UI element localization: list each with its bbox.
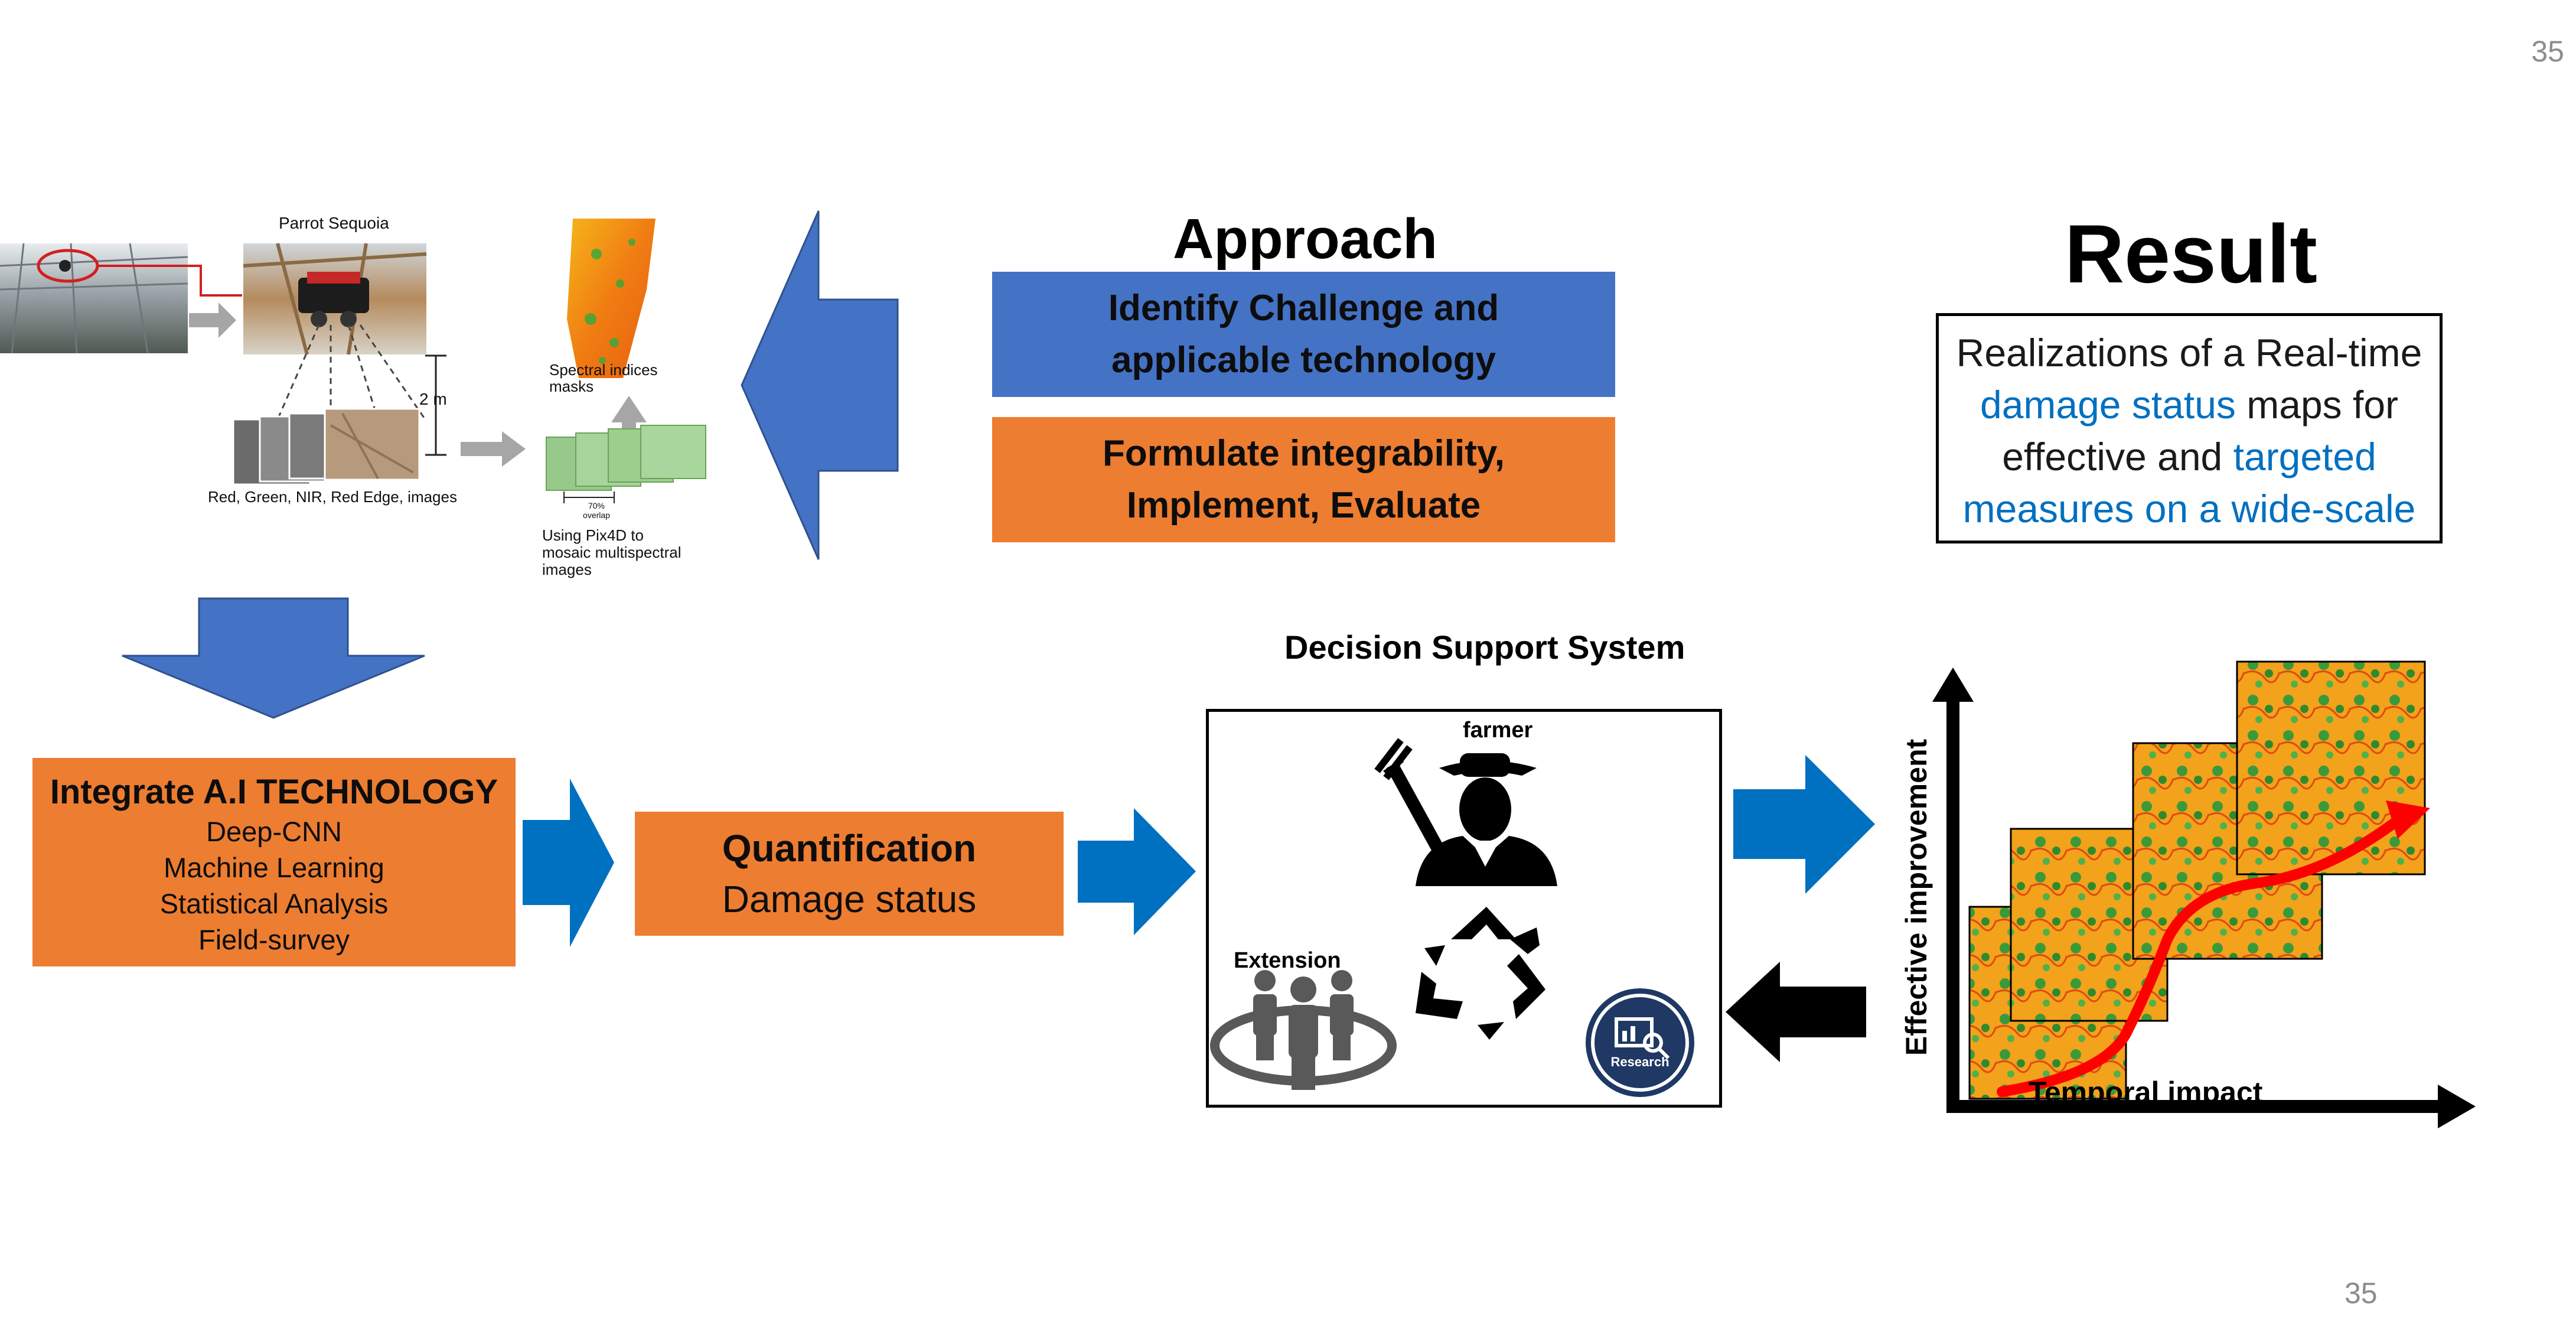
approach-box-identify-line2: applicable technology bbox=[1111, 340, 1496, 380]
mosaic-label-line3: images bbox=[542, 561, 592, 578]
quantification-subtitle: Damage status bbox=[722, 878, 977, 920]
band-images-stack bbox=[232, 408, 420, 486]
mosaic-label-line1: Using Pix4D to bbox=[542, 526, 644, 544]
overlap-tiles bbox=[546, 425, 706, 491]
research-label: Research bbox=[1610, 1054, 1669, 1069]
indices-label-line1: Spectral indices bbox=[549, 361, 658, 379]
grey-arrow-up bbox=[611, 396, 647, 446]
connector-line bbox=[97, 265, 242, 297]
indices-label-line2: masks bbox=[549, 377, 594, 395]
research-badge-icon bbox=[1586, 988, 1694, 1097]
page-number-bottom: 35 bbox=[2345, 1277, 2378, 1310]
approach-box-identify-line1: Identify Challenge and bbox=[1108, 288, 1499, 328]
extension-label: Extension bbox=[1234, 948, 1341, 973]
overlap-label-line2: overlap bbox=[583, 510, 610, 520]
quantification-title: Quantification bbox=[722, 827, 977, 870]
arrow-to-dss bbox=[1078, 808, 1196, 935]
approach-box-identify: Identify Challenge and applicable techno… bbox=[992, 272, 1615, 397]
acquisition-pipeline: Parrot Sequoia 2 m Red, Green, NIR, Red … bbox=[0, 201, 768, 614]
result-highlight-targeted: targeted bbox=[2233, 435, 2376, 479]
quantification-box: Quantification Damage status bbox=[635, 812, 1064, 936]
dss-title: Decision Support System bbox=[1284, 629, 1685, 666]
result-chart-illustration bbox=[1932, 660, 2476, 1128]
grey-arrow-right-1 bbox=[189, 302, 236, 338]
approach-title: Approach bbox=[1172, 207, 1438, 271]
arrow-back-to-dss bbox=[1726, 962, 1866, 1062]
dss-illustration bbox=[1210, 738, 1694, 1097]
acquisition-illustration bbox=[0, 219, 706, 503]
chart-xlabel: Temporal impact bbox=[2029, 1076, 2263, 1109]
farmer-icon bbox=[1374, 738, 1557, 887]
recycle-icon bbox=[1416, 907, 1545, 1040]
big-left-arrow bbox=[741, 210, 899, 560]
indices-label: Spectral indices masks bbox=[549, 362, 658, 395]
chart-ylabel: Effective improvement bbox=[1900, 738, 1933, 1056]
overlap-dimension bbox=[563, 492, 615, 503]
grey-arrow-right-2 bbox=[461, 431, 526, 467]
approach-box-formulate-line2: Implement, Evaluate bbox=[1126, 485, 1481, 526]
spectral-mask-image bbox=[567, 219, 656, 378]
result-highlight-damage-status: damage status bbox=[1980, 383, 2236, 427]
camera-photo bbox=[243, 243, 427, 355]
camera-label: Parrot Sequoia bbox=[279, 214, 389, 232]
result-line3-pre: effective and bbox=[2002, 435, 2233, 479]
result-title: Result bbox=[2065, 207, 2317, 300]
camera-footprint-lines bbox=[276, 324, 426, 420]
integrate-ai-title: Integrate A.I TECHNOLOGY bbox=[50, 773, 498, 811]
integrate-ai-item: Field-survey bbox=[198, 924, 350, 955]
approach-box-formulate: Formulate integrability, Implement, Eval… bbox=[992, 417, 1615, 542]
integrate-ai-item: Statistical Analysis bbox=[159, 888, 389, 919]
height-marker bbox=[425, 354, 446, 456]
approach-box-formulate-line1: Formulate integrability, bbox=[1103, 433, 1505, 474]
farmer-label: farmer bbox=[1463, 718, 1533, 743]
mosaic-label: Using Pix4D to mosaic multispectral imag… bbox=[542, 527, 682, 578]
mosaic-label-line2: mosaic multispectral bbox=[542, 543, 682, 561]
result-line1: Realizations of a Real-time bbox=[1956, 331, 2422, 375]
overlap-label: 70% overlap bbox=[570, 501, 623, 520]
result-line2-rest: maps for bbox=[2235, 383, 2399, 427]
map-tiles bbox=[1968, 660, 2426, 1100]
arrow-to-quantification bbox=[523, 779, 614, 947]
integrate-ai-item: Deep-CNN bbox=[206, 816, 342, 847]
bands-label: Red, Green, NIR, Red Edge, images bbox=[208, 488, 457, 506]
improvement-curve bbox=[1997, 800, 2430, 1097]
result-box: Realizations of a Real-time damage statu… bbox=[1936, 313, 2443, 543]
down-arrow bbox=[122, 597, 425, 719]
result-chart: Effective improvement Temporal impact bbox=[1890, 656, 2480, 1128]
page-number-top: 35 bbox=[2531, 35, 2564, 68]
result-highlight-measures: measures on a wide-scale bbox=[1962, 487, 2416, 530]
integrate-ai-box: Integrate A.I TECHNOLOGY Deep-CNN Machin… bbox=[32, 758, 516, 966]
height-label: 2 m bbox=[419, 390, 447, 408]
overlap-label-line1: 70% bbox=[588, 501, 605, 510]
arrow-to-chart bbox=[1733, 755, 1875, 894]
integrate-ai-item: Machine Learning bbox=[164, 852, 384, 883]
chart-axes bbox=[1932, 668, 2476, 1128]
greenhouse-photo bbox=[0, 243, 188, 354]
dss-box: farmer Extension Research bbox=[1206, 709, 1722, 1108]
extension-group-icon bbox=[1210, 970, 1397, 1090]
